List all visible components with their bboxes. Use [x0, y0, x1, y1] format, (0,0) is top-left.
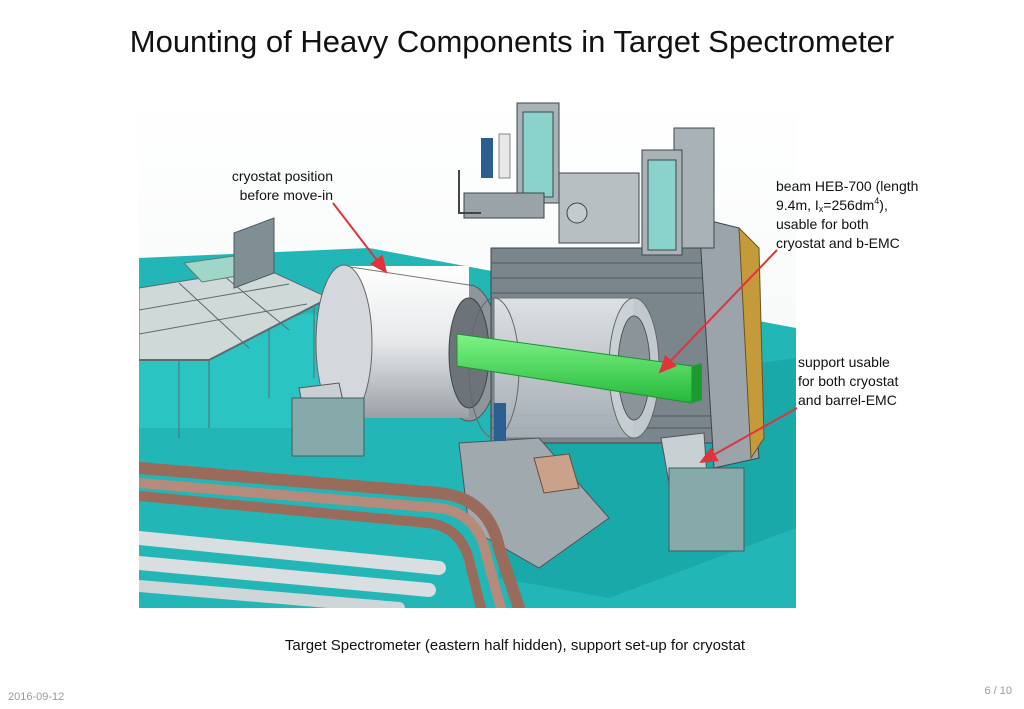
footer-date: 2016-09-12	[8, 691, 65, 703]
beam-label-text: =256dm	[823, 197, 875, 213]
beam-label-line: 9.4m, Ix=256dm4),	[776, 196, 936, 215]
cryostat-label-line: cryostat position	[231, 168, 333, 184]
beam-label-subscript: x	[818, 204, 824, 214]
cryostat-position-label: cryostat position before move-in	[188, 167, 333, 205]
figure-caption: Target Spectrometer (eastern half hidden…	[284, 637, 746, 654]
slide-title: Mounting of Heavy Components in Target S…	[129, 24, 895, 59]
beam-label-line: beam HEB-700 (length	[776, 178, 919, 194]
cryostat-label-line: before move-in	[239, 187, 333, 203]
electronics-racks	[463, 102, 715, 256]
support-label-line: and barrel-EMC	[798, 392, 897, 408]
beam-label-text: ),	[879, 197, 888, 213]
beam-label: beam HEB-700 (length 9.4m, Ix=256dm4), u…	[776, 177, 936, 253]
cable-trays	[139, 462, 525, 608]
support-label-line: support usable	[798, 354, 890, 370]
support-label: support usable for both cryostat and bar…	[798, 353, 938, 410]
beam-label-line: usable for both	[776, 216, 869, 232]
beam-label-text: 9.4m, I	[776, 197, 819, 213]
page-number: 6 / 10	[984, 685, 1012, 697]
support-label-line: for both cryostat	[798, 373, 899, 389]
beam-label-superscript: 4	[874, 196, 880, 206]
left-platform	[139, 267, 331, 438]
beam-label-line: cryostat and b-EMC	[776, 235, 900, 251]
